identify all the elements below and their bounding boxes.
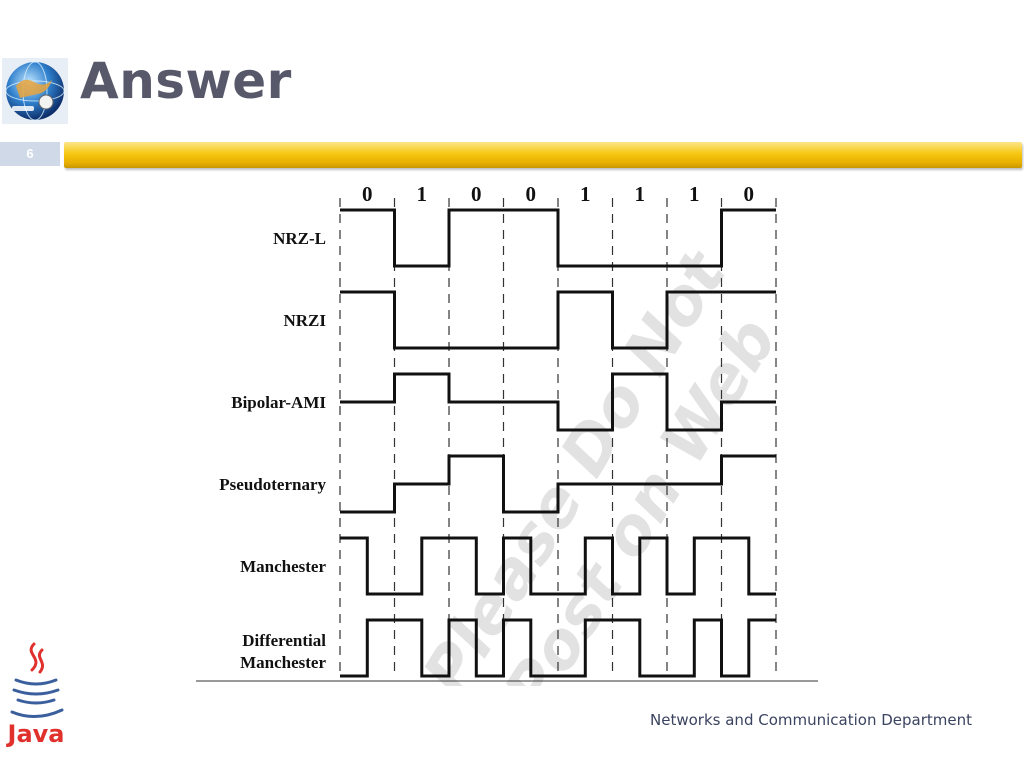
bit-label: 1 xyxy=(635,182,646,206)
signal-waveform xyxy=(340,372,776,432)
row-labels: NRZ-L NRZI Bipolar-AMI PseudoternaryManches… xyxy=(219,229,326,672)
row-label: NRZI xyxy=(283,311,326,330)
row-label: Pseudoternary xyxy=(219,475,326,494)
bit-label: 1 xyxy=(580,182,591,206)
slide-title: Answer xyxy=(80,52,292,110)
java-logo-text: Java xyxy=(6,720,65,748)
bit-label: 0 xyxy=(526,182,537,206)
signal-waveform xyxy=(340,454,776,514)
signal-waveform xyxy=(340,208,776,268)
row-label: Differential xyxy=(242,631,326,650)
signal-waveforms xyxy=(340,208,776,678)
bit-label: 1 xyxy=(689,182,700,206)
signal-waveform xyxy=(340,618,776,678)
java-logo-icon: Java xyxy=(6,642,65,748)
row-label: Manchester xyxy=(240,557,326,576)
bit-label: 1 xyxy=(417,182,428,206)
row-label: Bipolar-AMI xyxy=(231,393,326,412)
slide-number: 6 xyxy=(0,142,60,166)
row-label: Manchester xyxy=(240,653,326,672)
bit-label: 0 xyxy=(471,182,482,206)
title-rule xyxy=(64,142,1022,168)
footer-text: Networks and Communication Department xyxy=(650,711,972,729)
signal-waveform xyxy=(340,536,776,596)
bit-label: 0 xyxy=(362,182,373,206)
globe-logo-icon xyxy=(2,58,68,124)
row-label: NRZ-L xyxy=(273,229,326,248)
signal-waveform xyxy=(340,290,776,350)
bit-labels: 0 1 0 0 1 1 1 0 xyxy=(362,182,754,206)
bit-label: 0 xyxy=(744,182,755,206)
